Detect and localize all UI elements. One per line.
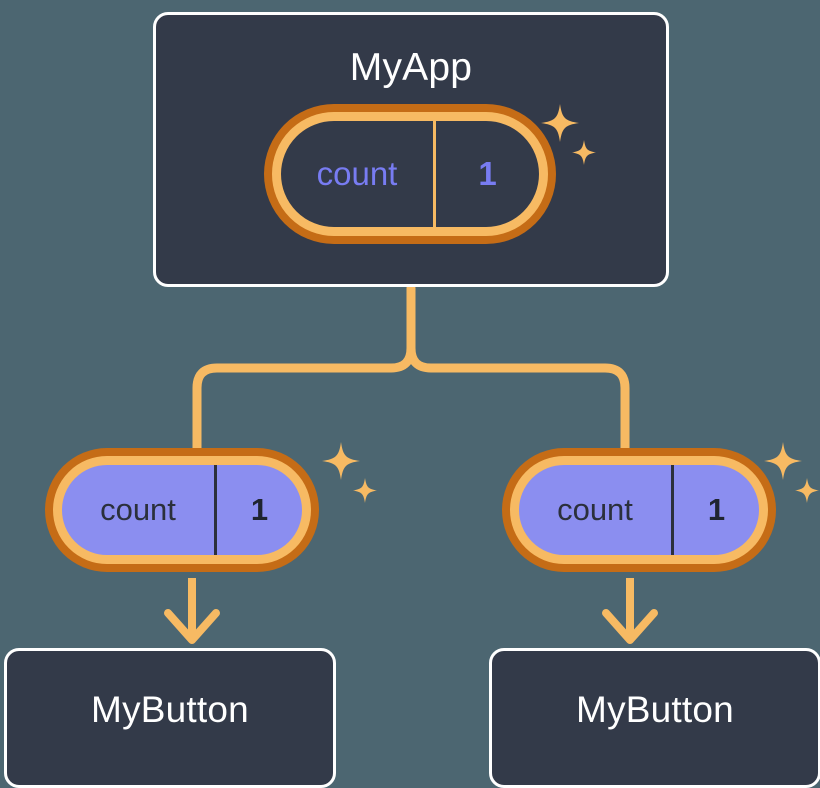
sparkle-large-icon (764, 442, 802, 480)
state-key-label: count (316, 155, 398, 192)
state-value-label: 1 (671, 465, 759, 555)
component-card-mybutton-right[interactable]: MyButton (489, 648, 820, 788)
connector-parent-to-children (192, 283, 630, 457)
diagram-canvas: MyApp count 1 count 1 MyButton count 1 (4, 12, 820, 788)
sparkle-large-icon (322, 442, 360, 480)
component-label-mybutton: MyButton (576, 689, 734, 730)
state-key-label: count (557, 492, 633, 527)
state-pill-myapp[interactable]: count 1 (272, 112, 548, 236)
connector-left-arrowhead (164, 609, 220, 644)
connector-right-arrowhead (602, 609, 658, 644)
state-key-label: count (100, 492, 176, 527)
state-pill-child-right[interactable]: count 1 (510, 456, 768, 564)
sparkle-group-child-left (320, 440, 380, 517)
sparkle-small-icon (353, 478, 377, 503)
component-label-myapp: MyApp (349, 46, 473, 89)
state-value-label: 1 (214, 465, 302, 555)
sparkle-small-icon (795, 478, 819, 503)
component-card-mybutton-left[interactable]: MyButton (4, 648, 336, 788)
sparkle-group-child-right (762, 440, 820, 517)
state-pill-child-left[interactable]: count 1 (53, 456, 311, 564)
component-label-mybutton: MyButton (91, 689, 249, 730)
state-value-label: 1 (433, 121, 539, 227)
